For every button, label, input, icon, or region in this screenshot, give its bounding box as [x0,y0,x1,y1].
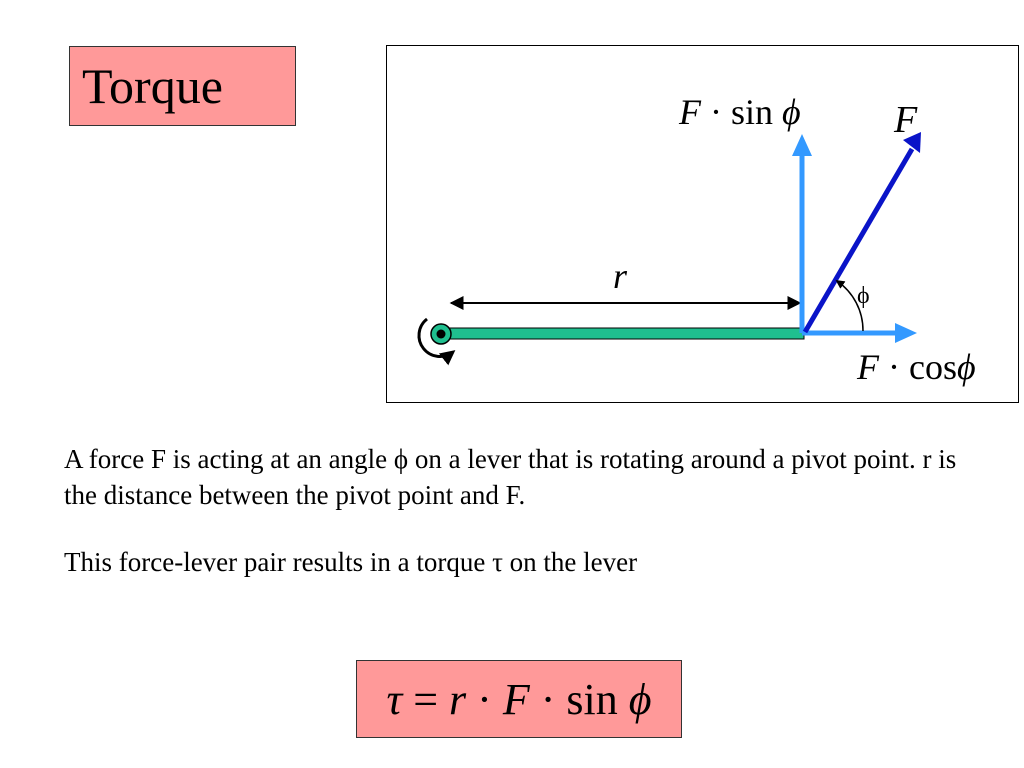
force-arrow [802,132,921,334]
rotation-arrow-icon [417,317,456,366]
torque-formula: τ = r · F · sin ϕ [386,674,652,724]
angle-label: ϕ [857,283,870,309]
torque-diagram: r ϕ F F · sin ϕ F · cosϕ [386,45,1019,403]
torque-formula-box: τ = r · F · sin ϕ [356,660,682,738]
sin-component-arrow [792,134,812,333]
page-title: Torque [82,58,223,114]
title-box: Torque [69,46,296,126]
angle-arc [835,279,864,332]
r-label: r [613,256,628,296]
description-paragraph-1: A force F is acting at an angle ϕ on a l… [64,444,957,510]
diagram-canvas [417,132,921,366]
description-paragraph-2: This force-lever pair results in a torqu… [64,547,638,577]
force-label: F [894,99,918,141]
lever-bar [442,327,805,340]
cos-component-arrow [802,323,917,343]
pivot-icon [430,323,452,345]
cos-component-label: F · cosϕ [857,347,976,387]
sin-component-label: F · sin ϕ [679,92,801,132]
